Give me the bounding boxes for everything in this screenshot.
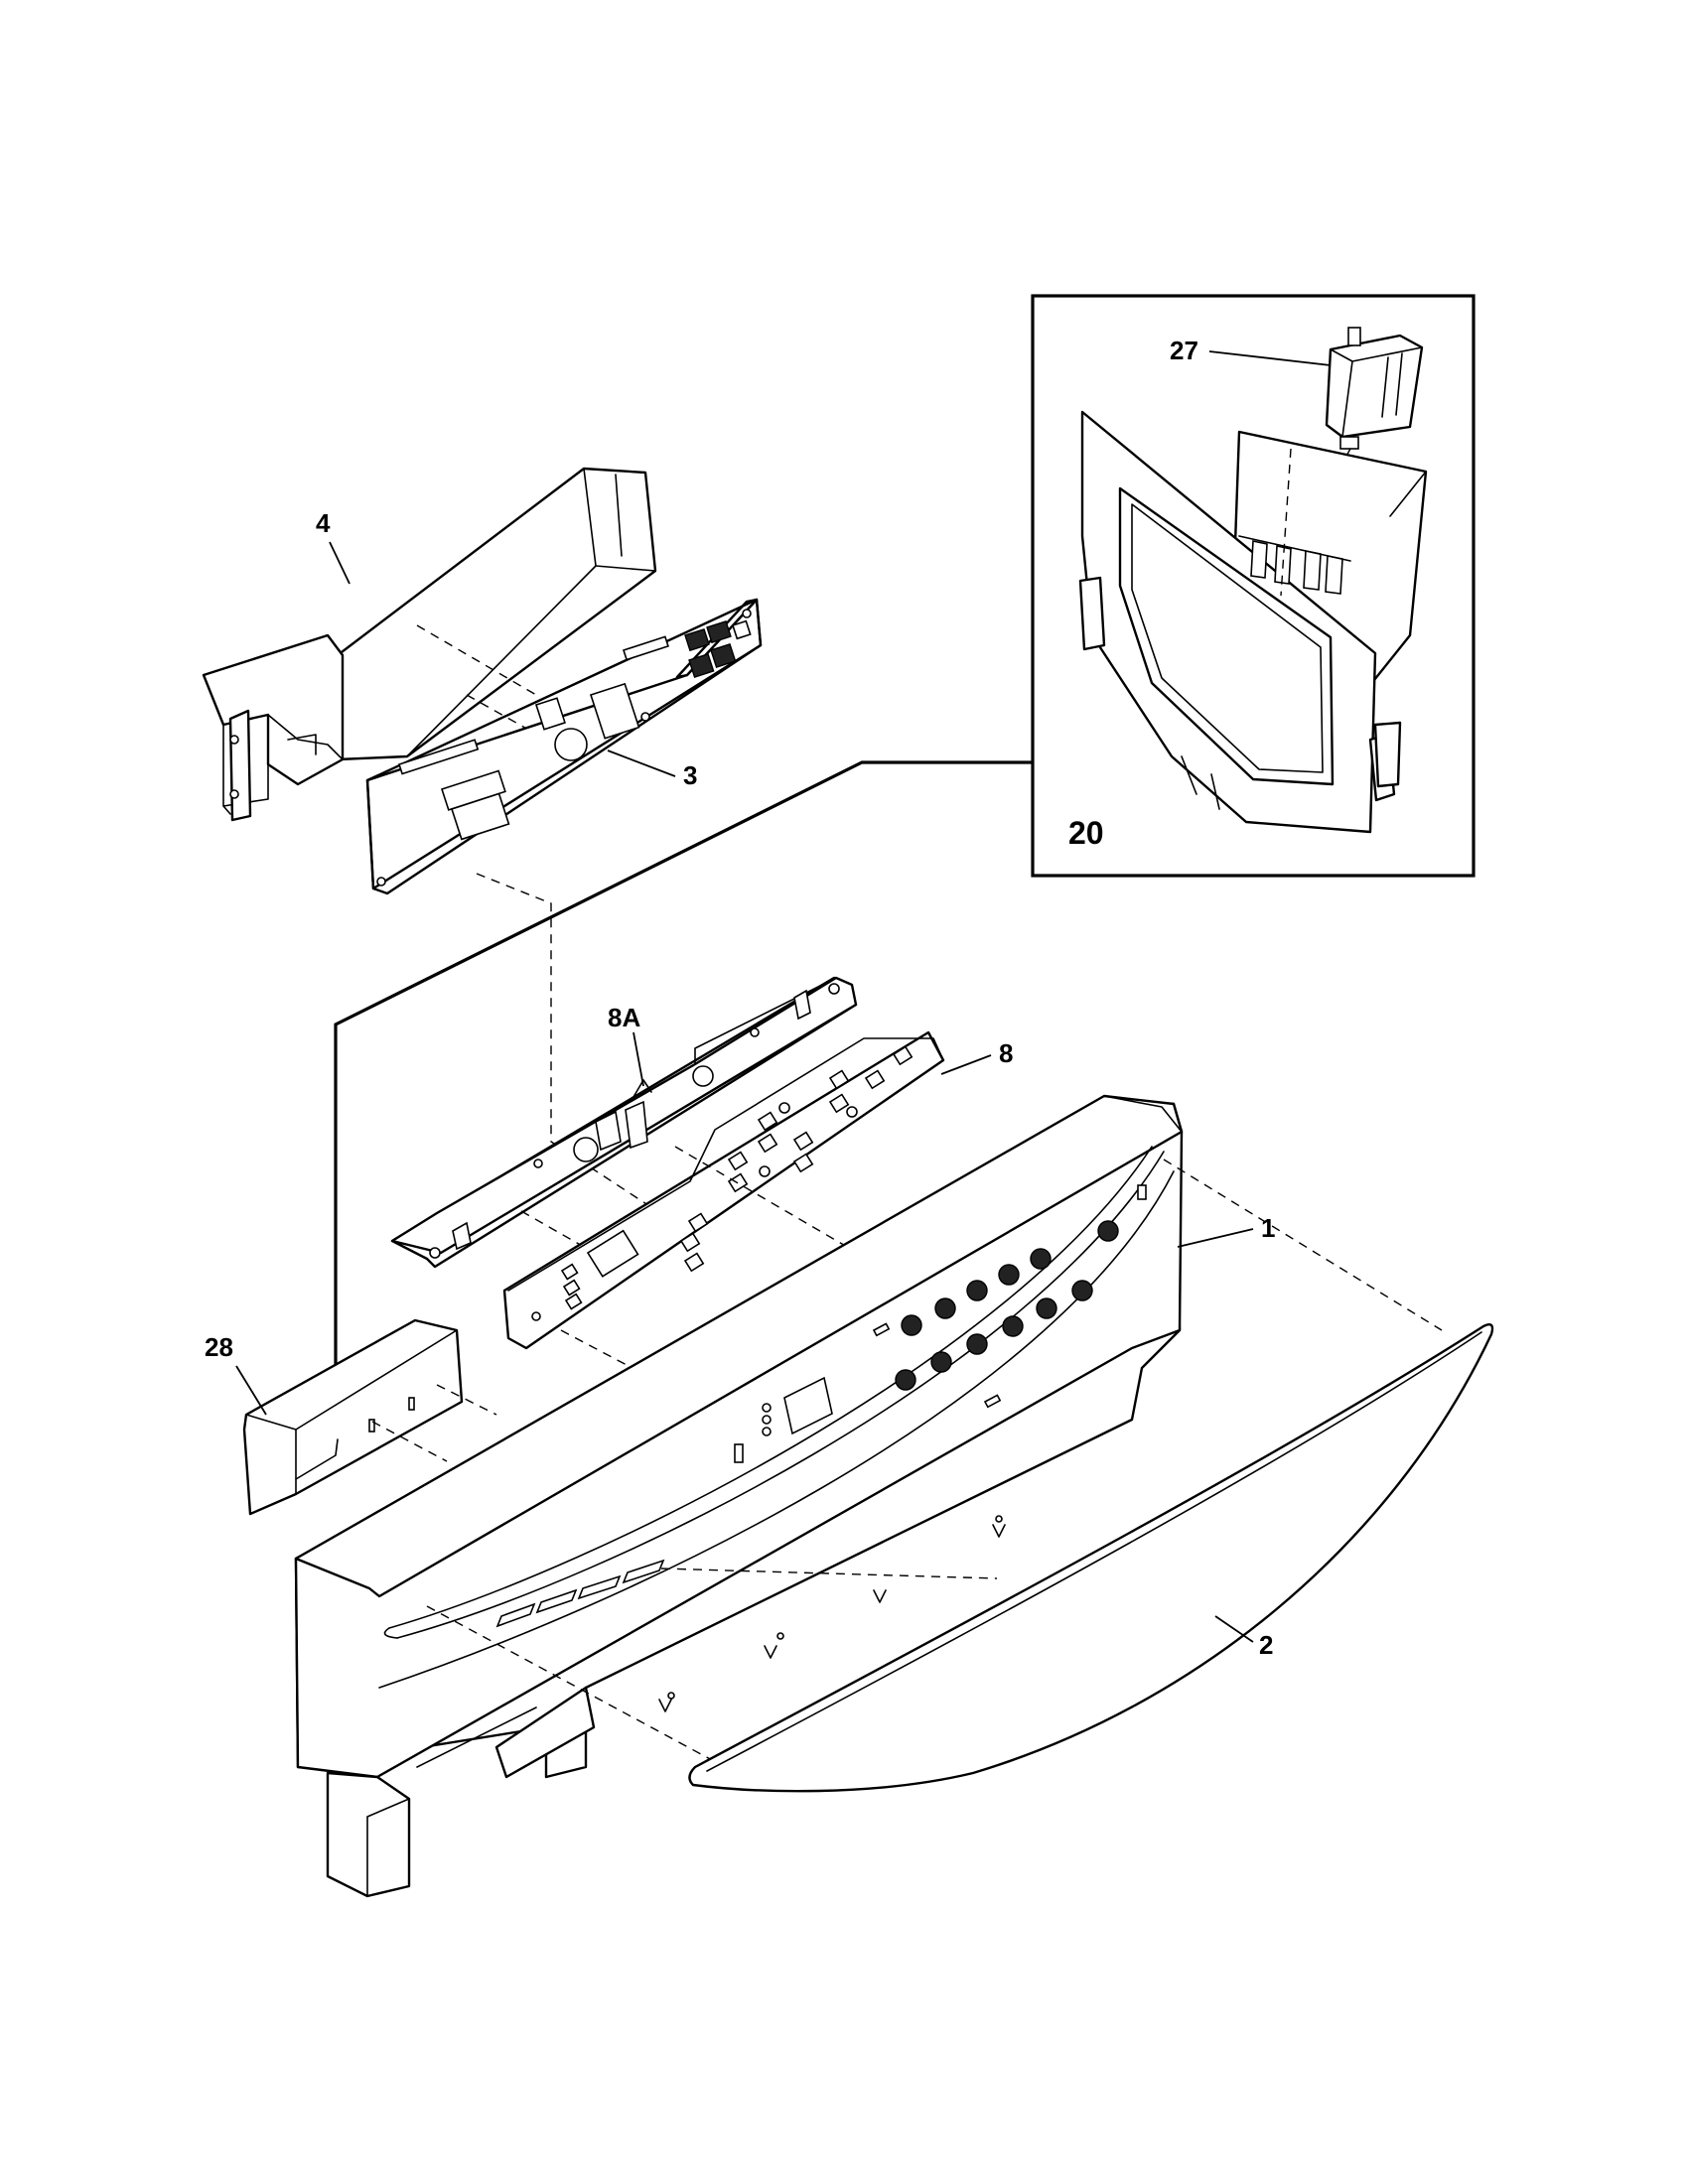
leader-1 <box>1177 1228 1254 1248</box>
callout-28: 28 <box>205 1332 233 1362</box>
alignment-line <box>674 1146 855 1252</box>
panel-buttons <box>872 1184 1147 1409</box>
inset-connector-line <box>334 760 1033 1370</box>
callout-8: 8 <box>999 1038 1013 1068</box>
callout-20: 20 <box>1068 815 1104 851</box>
alignment-line <box>660 1568 998 1579</box>
alignment-line <box>1163 1159 1443 1331</box>
part-1-control-panel[interactable]: 1 <box>294 1094 1275 1898</box>
callout-27: 27 <box>1170 336 1198 365</box>
leader-8 <box>940 1054 992 1075</box>
callout-2: 2 <box>1259 1630 1273 1660</box>
callout-8A: 8A <box>608 1003 640 1032</box>
callout-4: 4 <box>316 508 331 538</box>
part-8-keypad-board[interactable]: 8 <box>502 1030 1013 1350</box>
leader-2 <box>1214 1615 1254 1643</box>
part-20-dispenser[interactable] <box>1078 410 1428 834</box>
alignment-line <box>436 1384 497 1416</box>
part-8A-bracket[interactable]: 8A <box>390 976 858 1269</box>
part-2-trim-strip[interactable]: 2 <box>688 1323 1494 1793</box>
part-28-end-cap[interactable]: 28 <box>205 1318 464 1516</box>
inset-detail-box: 27 20 <box>334 294 1476 1370</box>
leader-8A <box>633 1031 644 1087</box>
part-4-bracket[interactable]: 4 <box>202 467 657 822</box>
callout-1: 1 <box>1261 1213 1275 1243</box>
leader-4 <box>329 541 351 585</box>
leader-27 <box>1208 350 1332 366</box>
inset-frame <box>1031 294 1476 878</box>
alignment-line <box>426 1605 726 1768</box>
leader-3 <box>607 750 676 777</box>
callout-3: 3 <box>683 760 697 790</box>
alignment-line <box>476 873 696 1237</box>
leader-28 <box>235 1365 267 1416</box>
part-3-control-board[interactable]: 3 <box>365 598 763 895</box>
part-27-switch[interactable] <box>1290 327 1424 557</box>
alignment-line <box>416 624 537 696</box>
alignment-line <box>371 1421 448 1462</box>
